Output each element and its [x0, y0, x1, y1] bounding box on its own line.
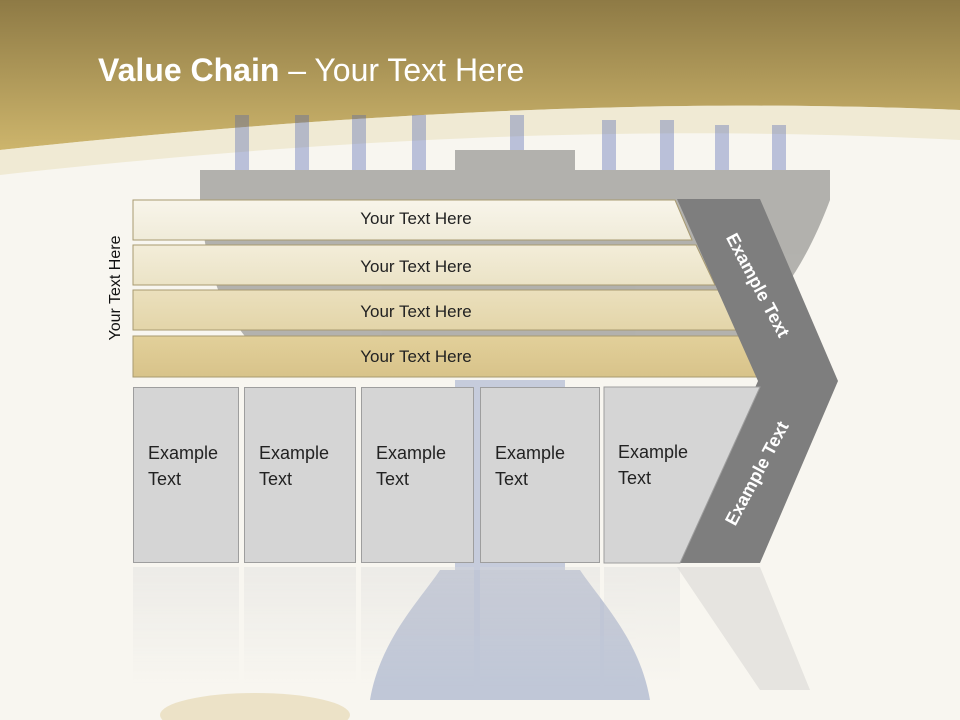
box-5-shape [603, 386, 761, 564]
box-5-line1: Example [618, 442, 689, 462]
box-3-line1: Example [376, 443, 447, 463]
box-2: Example Text [244, 387, 356, 563]
box-2-line1: Example [259, 443, 330, 463]
title-rest: – Your Text Here [279, 52, 525, 88]
box-4-line2: Text [495, 469, 529, 489]
band-2 [132, 244, 716, 286]
band-label-2: Your Text Here [360, 257, 472, 276]
slide-title: Value Chain – Your Text Here [98, 52, 524, 89]
box-1-line2: Text [148, 469, 182, 489]
box-1-line1: Example [148, 443, 219, 463]
box-4: Example Text [480, 387, 600, 563]
box-1: Example Text [133, 387, 239, 563]
box-5-line2: Text [618, 468, 652, 488]
box-5: Example Text [604, 387, 714, 563]
chevron-arrow [677, 199, 838, 563]
box-3: Example Text [361, 387, 474, 563]
box-4-line1: Example [495, 443, 566, 463]
band-label-4: Your Text Here [360, 347, 472, 366]
box-3-line2: Text [376, 469, 410, 489]
band-1 [132, 199, 693, 241]
band-label-3: Your Text Here [360, 302, 472, 321]
box-2-line2: Text [259, 469, 293, 489]
band-label-1: Your Text Here [360, 209, 472, 228]
title-bold: Value Chain [98, 52, 280, 88]
boxes-reflection [133, 567, 733, 687]
